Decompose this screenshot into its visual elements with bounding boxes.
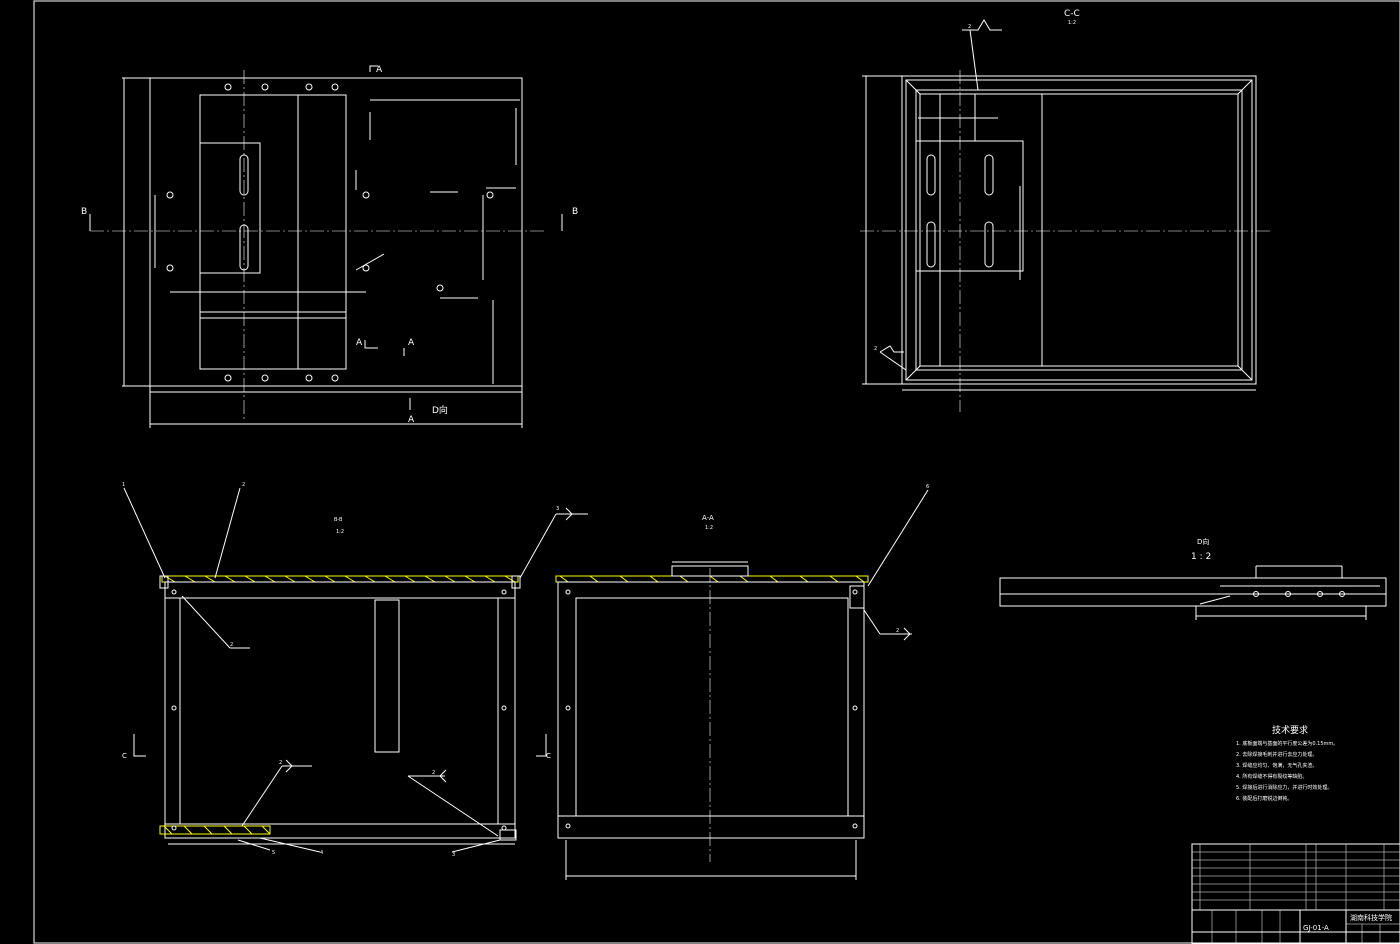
callout-2-weld: 2 bbox=[230, 642, 233, 648]
cut-a-top: A bbox=[376, 65, 383, 75]
cut-a-lower-right: A bbox=[408, 338, 415, 348]
cut-a-bottom: A bbox=[408, 415, 415, 425]
section-cc-title: C-C bbox=[1064, 9, 1080, 19]
cut-c-left: C bbox=[122, 752, 127, 760]
callout-3: 3 bbox=[556, 506, 559, 512]
cut-a-lower-left: A bbox=[356, 338, 363, 348]
callout-2-mid: 2 bbox=[279, 760, 282, 766]
cut-b-left: B bbox=[81, 207, 87, 217]
section-cc-view bbox=[860, 19, 1270, 412]
view-d-detail-scale: 1 : 2 bbox=[1191, 552, 1211, 562]
callout-5: 5 bbox=[272, 850, 275, 856]
callout-6: 6 bbox=[926, 484, 929, 490]
section-bb-view bbox=[123, 487, 588, 853]
section-aa-scale: 1:2 bbox=[705, 525, 713, 531]
callout-2-right: 2 bbox=[432, 770, 435, 776]
tech-req-item-3: 3. 焊缝应均匀、饱满，无气孔夹渣。 bbox=[1236, 762, 1317, 769]
section-bb-scale: 1:2 bbox=[336, 529, 344, 535]
title-block bbox=[1191, 843, 1400, 944]
plan-view bbox=[89, 65, 563, 428]
section-aa-view bbox=[555, 489, 929, 880]
section-bb-title: B-B bbox=[334, 517, 343, 523]
cut-b-right: B bbox=[572, 207, 578, 217]
callout-2: 2 bbox=[242, 482, 245, 488]
section-aa-title: A-A bbox=[702, 514, 714, 522]
view-d-label: D向 bbox=[432, 404, 448, 416]
tech-req-item-2: 2. 去除焊接毛刺并进行去应力处理。 bbox=[1236, 751, 1317, 758]
tech-req-title: 技术要求 bbox=[1272, 724, 1308, 736]
school-name: 湖南科技学院 bbox=[1350, 913, 1392, 922]
tech-requirements: 技术要求 1. 底板面端与基面的平行度公差为0.15mm。 2. 去除焊接毛刺并… bbox=[1236, 724, 1338, 802]
callout-2-aa: 2 bbox=[896, 628, 899, 634]
drawing-number: GJ-01-A bbox=[1303, 924, 1329, 932]
view-d-detail-title: D向 bbox=[1197, 537, 1209, 546]
sheet-border bbox=[33, 0, 1400, 944]
tech-req-item-6: 6. 装配后打磨锐边倒钝。 bbox=[1236, 795, 1292, 802]
tech-req-item-5: 5. 焊接后进行消除应力，并进行时效处理。 bbox=[1236, 784, 1332, 791]
tech-req-item-4: 4. 所有焊缝不得有裂纹等缺陷。 bbox=[1236, 773, 1307, 780]
callout-3-bottom: 3 bbox=[452, 852, 455, 858]
cut-c-right: C bbox=[546, 752, 551, 760]
view-d-detail bbox=[999, 565, 1387, 620]
section-cc-scale: 1:2 bbox=[1068, 20, 1076, 26]
callout-cc-bottom: 2 bbox=[874, 346, 877, 352]
tech-req-item-1: 1. 底板面端与基面的平行度公差为0.15mm。 bbox=[1236, 740, 1338, 747]
callout-cc-top: 2 bbox=[968, 24, 971, 30]
callout-4: 4 bbox=[320, 850, 323, 856]
callout-1: 1 bbox=[122, 482, 125, 488]
